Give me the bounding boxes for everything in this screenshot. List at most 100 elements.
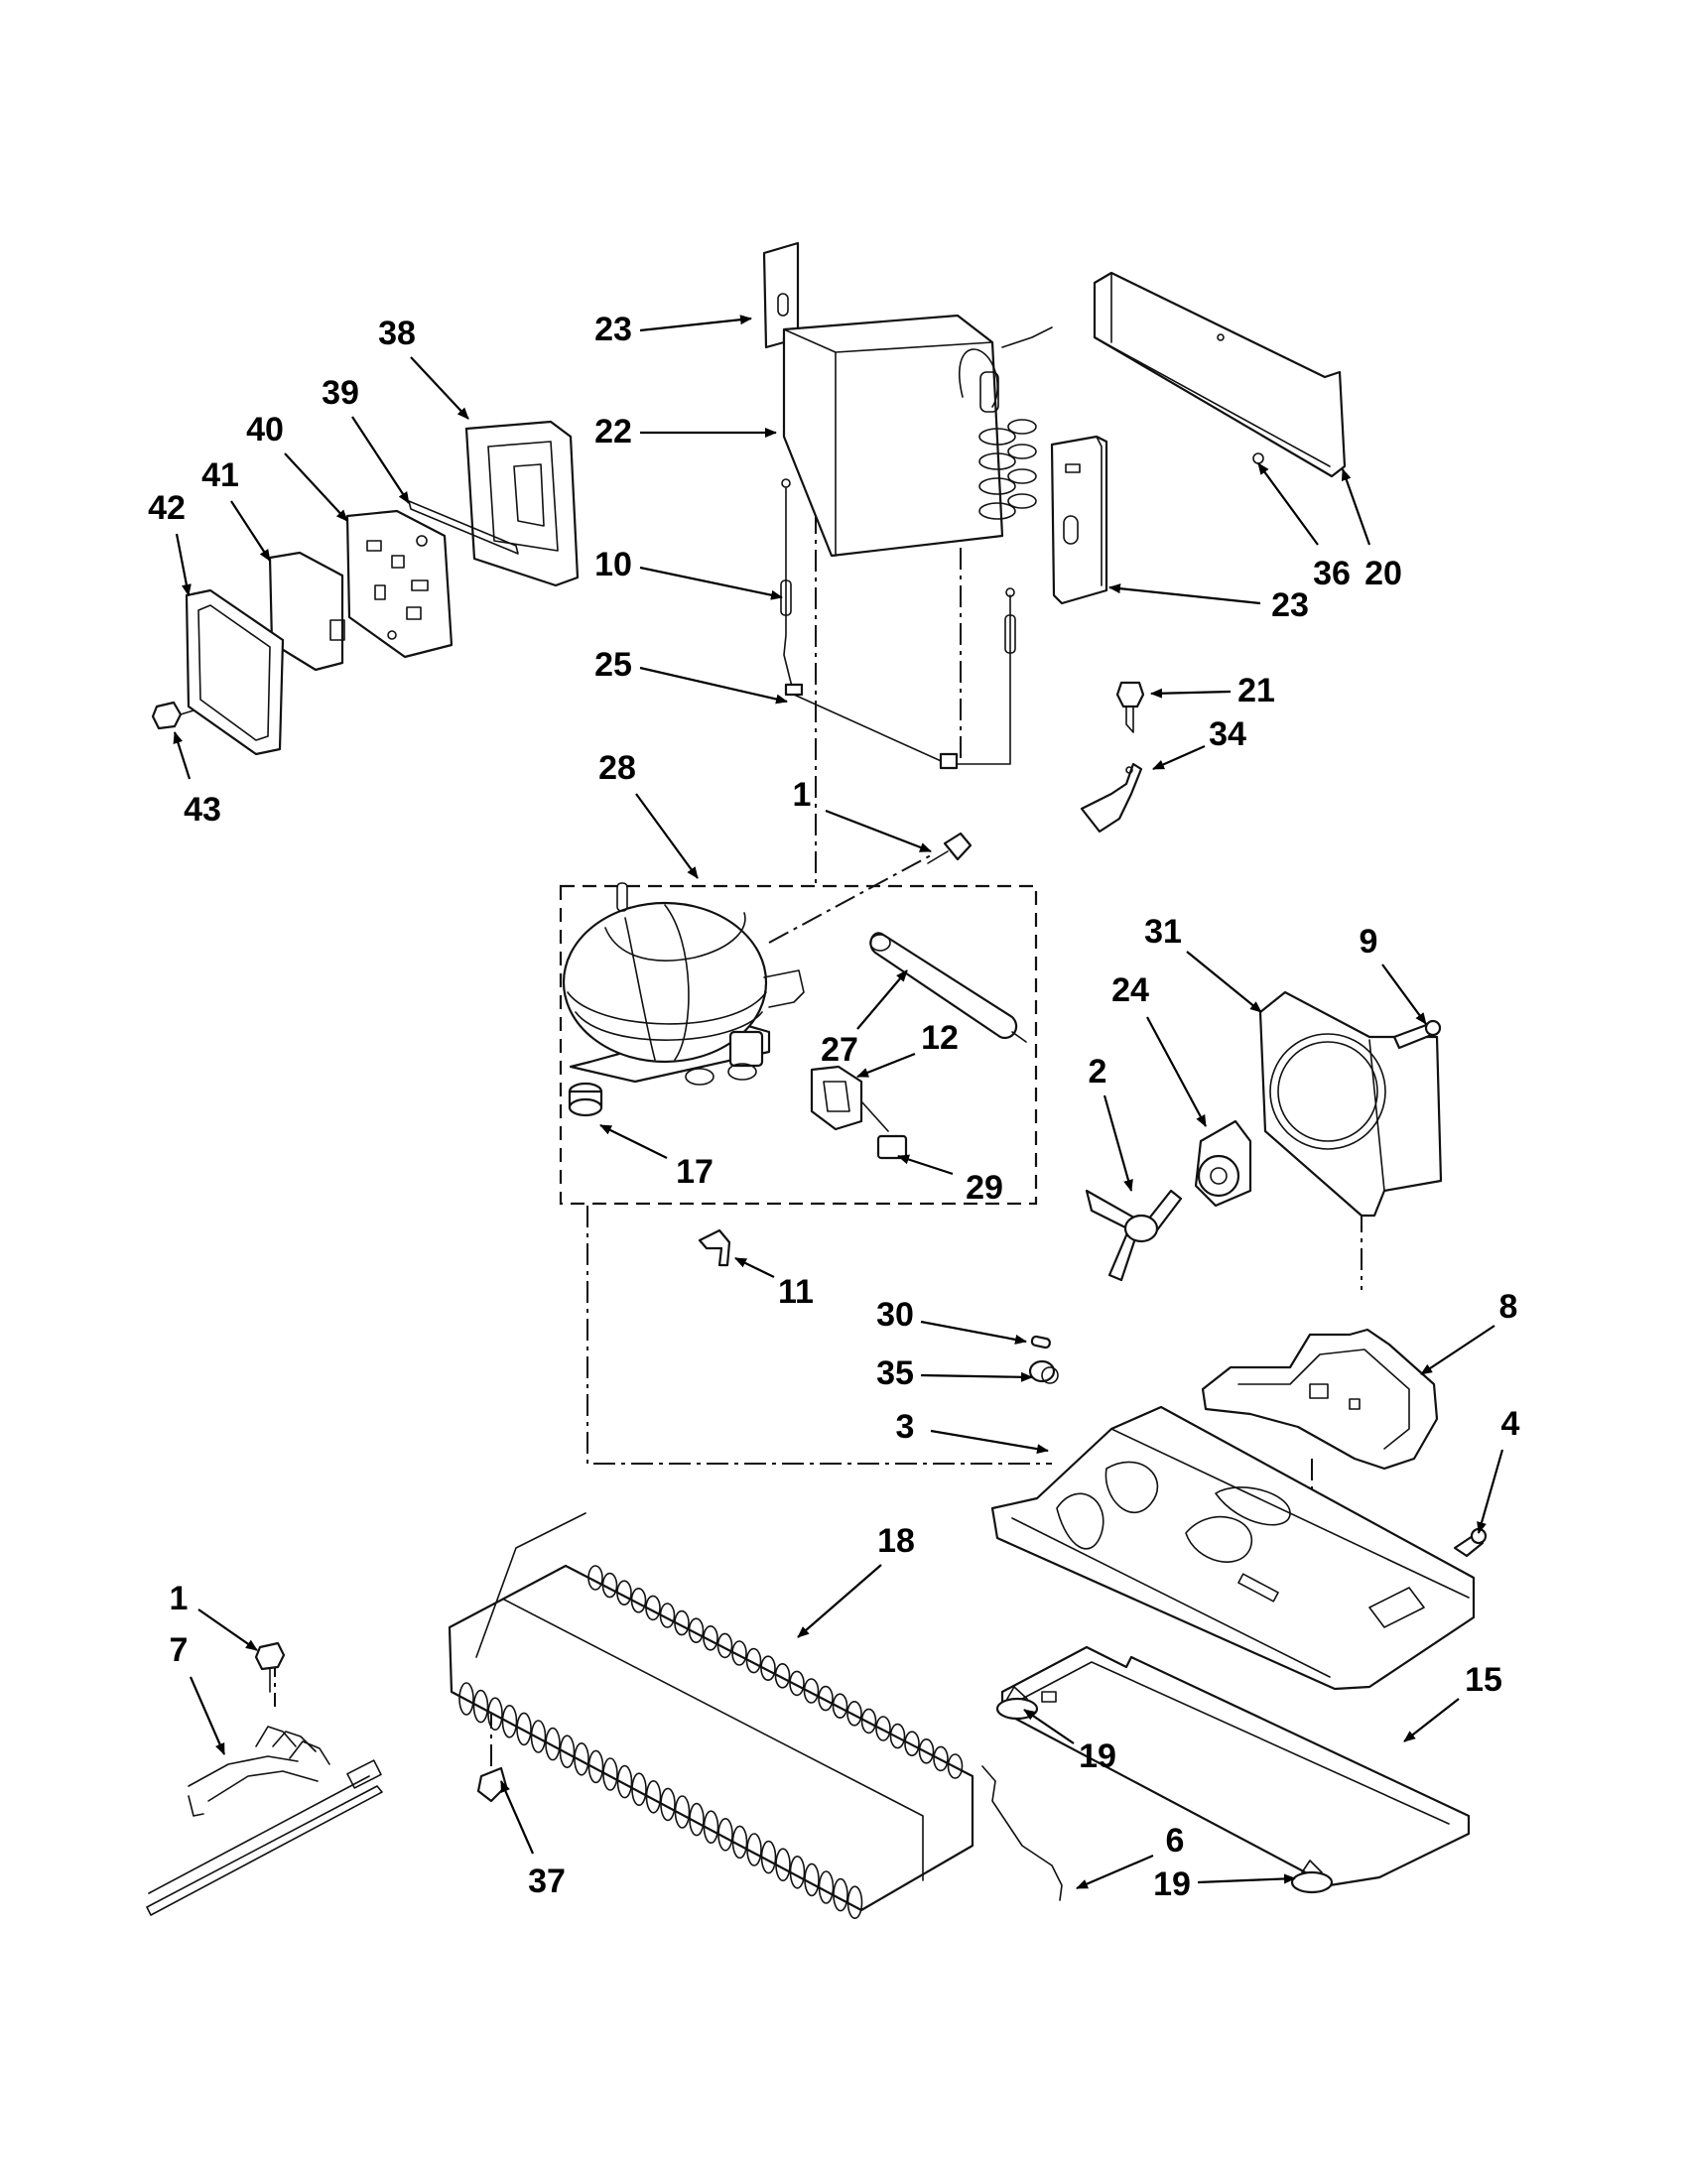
condenser-coil-loop-back: [875, 1716, 891, 1741]
leader-line-42: [175, 533, 192, 596]
part-number-label: 3: [896, 1408, 915, 1446]
condenser-coil-loop: [674, 1795, 691, 1829]
part-number-label: 42: [148, 489, 186, 527]
fan-shroud: [1258, 990, 1443, 1218]
part-number-label: 41: [201, 456, 239, 494]
leader-line-1: [825, 809, 932, 853]
condenser-coil-loop-back: [616, 1580, 632, 1606]
condenser-coil-loop: [587, 1749, 604, 1784]
part-number-label: 38: [378, 315, 416, 352]
condenser-coil-loop: [689, 1802, 705, 1837]
part-number-label: 27: [821, 1031, 858, 1069]
condenser-coil-loop-back: [918, 1738, 935, 1764]
part-number-label: 9: [1360, 923, 1378, 961]
condenser-coil-loop: [602, 1757, 618, 1791]
leader-line-1: [197, 1608, 258, 1651]
condenser-coil-loop-back: [846, 1701, 862, 1727]
evaporator-assembly: [762, 241, 1053, 558]
part-number-label: 43: [184, 791, 221, 829]
part-number-label: 19: [1153, 1865, 1191, 1903]
condenser-coil-loop: [789, 1856, 806, 1889]
condenser-coil-loop: [516, 1712, 532, 1746]
part-number-label: 30: [876, 1296, 914, 1334]
part-number-label: 1: [793, 776, 812, 814]
condenser-coil-loop-back: [731, 1640, 747, 1666]
leader-line-35: [920, 1371, 1033, 1382]
part-number-label: 17: [676, 1153, 714, 1191]
part-number-label: 28: [598, 749, 636, 787]
condenser-coil-loop: [746, 1833, 762, 1866]
part-number-label: 29: [966, 1169, 1003, 1207]
leader-line-43: [173, 731, 192, 780]
leader-line-31: [1186, 951, 1262, 1013]
grommet: [568, 1082, 603, 1117]
condenser-coil-loop-back: [703, 1625, 718, 1651]
part-number-label: 7: [170, 1631, 189, 1669]
part-number-label: 8: [1499, 1288, 1518, 1326]
screw-9: [1392, 1019, 1442, 1050]
condenser-coil-loop-back: [818, 1685, 834, 1712]
condenser-coil-loop-back: [716, 1632, 733, 1659]
part-number-label: 23: [1271, 586, 1309, 624]
condenser-coil-loop-back: [674, 1609, 690, 1636]
condenser-coil-loop: [645, 1780, 662, 1814]
leader-line-27: [856, 969, 908, 1030]
leader-line-9: [1381, 964, 1427, 1025]
condenser-coil-loop-back: [832, 1693, 848, 1719]
leader-line-25: [639, 666, 788, 705]
leader-line-15: [1403, 1698, 1460, 1742]
condenser-coil-loop: [818, 1870, 835, 1904]
condenser-coil-loop: [775, 1848, 791, 1881]
support-bracket: [1201, 1328, 1439, 1471]
part-number-label: 37: [528, 1863, 566, 1900]
condenser-coil-loop: [631, 1772, 647, 1806]
leader-line-21: [1150, 688, 1232, 699]
leader-line-3: [930, 1429, 1049, 1455]
leader-line-8: [1420, 1325, 1495, 1375]
condenser-coil-loop-back: [904, 1731, 920, 1756]
leader-line-10: [639, 566, 783, 600]
condenser-coil-loop-back: [688, 1617, 705, 1643]
leader-line-41: [230, 500, 271, 562]
leader-line-28: [635, 793, 699, 879]
compressor: [562, 882, 805, 1086]
part-number-label: 22: [594, 413, 632, 450]
part-number-label: 23: [594, 311, 632, 348]
base-plate: [990, 1405, 1476, 1691]
part-number-label: 19: [1079, 1737, 1116, 1775]
condenser-coil-loop: [760, 1840, 777, 1874]
condenser-coil-loop: [458, 1682, 474, 1716]
leader-line-38: [410, 356, 469, 420]
clip-11: [698, 1228, 731, 1267]
screw-4: [1453, 1527, 1488, 1558]
cover-frame: [185, 588, 285, 756]
condenser-coil-loop: [703, 1810, 719, 1844]
leader-line-39: [351, 416, 410, 504]
air-duct: [1093, 271, 1347, 478]
leader-line-34: [1152, 744, 1206, 771]
condenser-coil-loop-back: [889, 1723, 906, 1749]
leader-line-36: [1257, 462, 1319, 546]
leader-line-2: [1103, 1094, 1133, 1192]
condenser-coil-loop-back: [774, 1663, 791, 1689]
leader-line-6: [1076, 1854, 1154, 1890]
condenser-coil-loop-back: [630, 1588, 647, 1613]
screw-and-clip: [1080, 681, 1145, 834]
gasket-strip: [408, 500, 519, 555]
leader-line-11: [734, 1257, 775, 1278]
drier: [869, 932, 1027, 1043]
grommet-35: [1028, 1359, 1059, 1384]
leader-line-24: [1146, 1016, 1207, 1127]
condenser-coil-loop: [846, 1885, 863, 1919]
part-number-label: 10: [594, 546, 632, 583]
condenser-coil-loop-back: [933, 1745, 949, 1772]
part-number-label: 21: [1237, 672, 1275, 709]
leader-line-18: [797, 1564, 882, 1638]
right-bracket: [1050, 435, 1108, 605]
part-number-label: 35: [876, 1354, 914, 1392]
condenser-coil-loop-back: [803, 1678, 820, 1704]
leader-line-30: [920, 1320, 1027, 1345]
condenser-coil-loop: [545, 1727, 561, 1761]
condenser-coil-loop-back: [789, 1670, 805, 1697]
condenser-coil-loop: [574, 1742, 589, 1776]
